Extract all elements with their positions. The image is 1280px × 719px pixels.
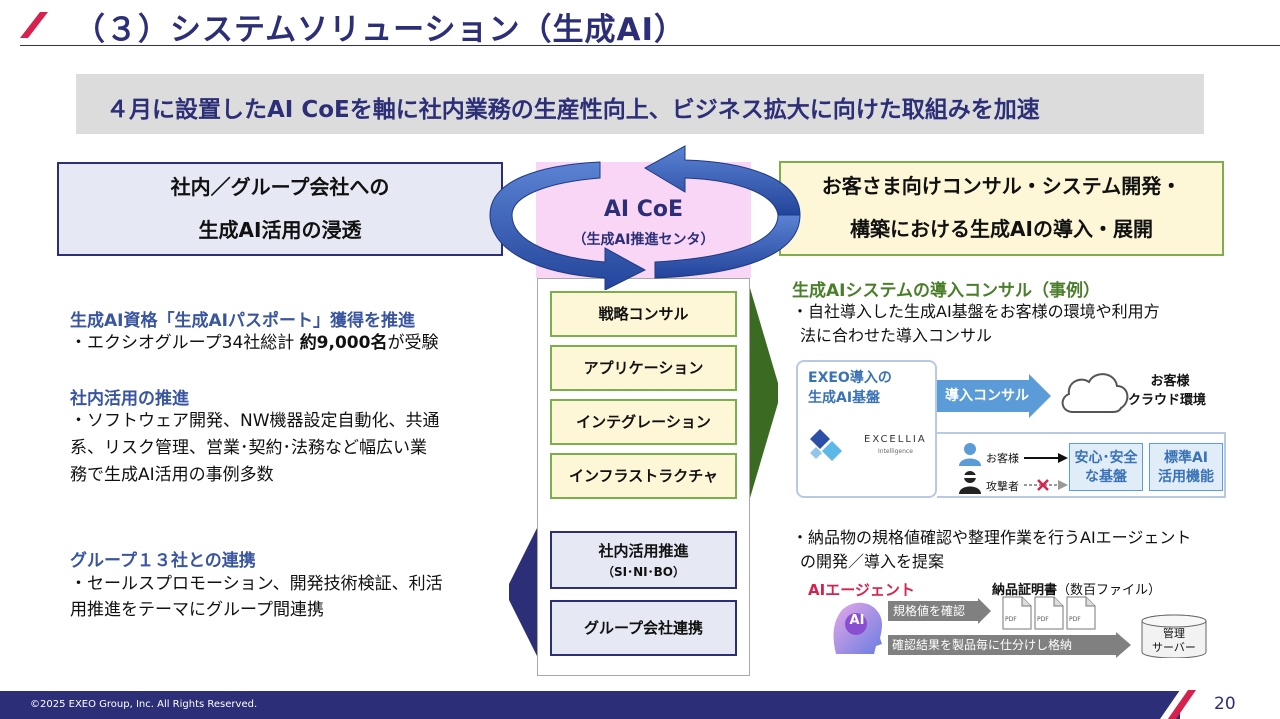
safe-platform-box: 安心･安全 な基盤: [1069, 443, 1143, 491]
consult-arrow-label: 導入コンサル: [945, 388, 1029, 404]
internal-use-line3: 務で生成AI活用の事例多数: [70, 465, 274, 485]
delivery-cert-title: 納品証明書: [992, 583, 1058, 598]
safe-platform-line2: な基盤: [1085, 469, 1127, 485]
internal-promotion-item: 社内活用推進 （SI･NI･BO）: [550, 531, 737, 589]
server-line1: 管理: [1163, 627, 1185, 640]
standard-ai-line2: 活用機能: [1158, 469, 1214, 485]
customer-cloud-line1: お客様: [1150, 374, 1190, 389]
passport-heading: 生成AI資格「生成AIパスポート」獲得を推進: [70, 311, 415, 331]
cloud-icon: [1061, 373, 1129, 413]
infrastructure-item: インフラストラクチャ: [550, 453, 737, 499]
customer-box: お客さま向けコンサル・システム開発・ 構築における生成AIの導入・展開: [779, 161, 1224, 256]
integration-item: インテグレーション: [550, 399, 737, 445]
attacker-label: 攻撃者: [986, 480, 1019, 493]
server-line2: サーバー: [1152, 641, 1196, 654]
summary-banner-text: ４月に設置したAI CoEを軸に社内業務の生産性向上、ビジネス拡大に向けた取組み…: [106, 97, 1040, 123]
delivery-cert-note: （数百ファイル）: [1057, 583, 1162, 598]
agent-proposal-line1: ・納品物の規格値確認や整理作業を行うAIエージェント: [792, 528, 1192, 547]
excellia-subtext: Intelligence: [878, 448, 913, 455]
application-item: アプリケーション: [550, 345, 737, 391]
navy-pointer-icon: [509, 528, 537, 656]
check-spec-arrow-icon: [888, 598, 991, 624]
pdf-label: PDF: [1005, 616, 1017, 623]
exeo-platform-label: EXEO導入の 生成AI基盤: [808, 368, 892, 408]
summary-banner: [76, 74, 1204, 134]
pdf-file-icon: [1066, 596, 1096, 630]
green-pointer-icon: [750, 288, 778, 498]
pdf-label: PDF: [1069, 616, 1081, 623]
exeo-platform-line1: EXEO導入の: [808, 370, 892, 386]
internal-use-line1: ・ソフトウェア開発、NW機器設定自動化、共通: [70, 411, 440, 431]
customer-label: お客様: [986, 452, 1019, 465]
attacker-person-icon: [959, 471, 981, 494]
consult-arrow-icon: [937, 374, 1051, 418]
check-spec-label: 規格値を確認: [893, 604, 966, 618]
customer-cloud-line2: クラウド環境: [1128, 393, 1207, 408]
internal-promotion-sub: （SI･NI･BO）: [602, 565, 685, 579]
group-collab-line2: 用推進をテーマにグループ間連携: [70, 600, 324, 620]
standard-ai-box: 標準AI 活用機能: [1149, 443, 1223, 491]
server-label: 管理 サーバー: [1140, 627, 1208, 655]
title-divider: [20, 45, 1280, 46]
internal-group-box: 社内／グループ会社への 生成AI活用の浸透: [57, 162, 503, 256]
exeo-platform-line2: 生成AI基盤: [808, 390, 881, 406]
pdf-file-icon: [1034, 596, 1064, 630]
store-result-label: 確認結果を製品毎に仕分けし格納: [892, 638, 1073, 652]
passport-body-post: が受験: [387, 333, 439, 353]
cycle-arrows-icon: [489, 145, 801, 290]
footer-slash-icon: [1160, 690, 1196, 719]
consult-case-line2: 法に合わせた導入コンサル: [800, 326, 993, 345]
group-collab-line1: ・セールスプロモーション、開発技術検証、利活: [70, 574, 443, 594]
ai-head-icon: [833, 602, 882, 654]
pdf-label: PDF: [1037, 616, 1049, 623]
customer-box-line2: 構築における生成AIの導入・展開: [850, 217, 1153, 241]
passport-body: ・エクシオグループ34社総計 約9,000名が受験: [70, 329, 438, 357]
standard-ai-line1: 標準AI: [1163, 450, 1209, 466]
agent-proposal-line2: の開発／導入を提案: [800, 552, 945, 571]
exeo-platform-panel: [796, 360, 937, 498]
customer-box-line1: お客さま向けコンサル・システム開発・: [821, 174, 1182, 198]
internal-promotion-label: 社内活用推進: [598, 542, 689, 560]
blocked-arrow-icon: [1024, 479, 1068, 491]
excellia-logo-icon: [810, 429, 842, 461]
safe-platform-line1: 安心･安全: [1074, 450, 1138, 466]
footer-bar: [0, 691, 1180, 719]
consult-case-heading: 生成AIシステムの導入コンサル（事例）: [792, 281, 1100, 301]
internal-use-heading: 社内活用の推進: [70, 389, 189, 409]
page-title: （３）システムソリューション（生成AI）: [74, 12, 686, 48]
slash-accent-icon: [20, 12, 48, 38]
server-icon: [1141, 614, 1207, 658]
passport-count: 約9,000名: [299, 333, 388, 353]
excellia-wordmark: EXCELLIA: [864, 434, 927, 445]
store-result-arrow-icon: [888, 632, 1131, 658]
consult-case-line1: ・自社導入した生成AI基盤をお客様の環境や利用方: [792, 302, 1160, 321]
group-collab-heading: グループ１３社との連携: [70, 551, 256, 571]
page-number: 20: [1214, 694, 1236, 714]
group-collab-item: グループ会社連携: [550, 600, 737, 656]
internal-group-line2: 生成AI活用の浸透: [198, 218, 362, 242]
internal-group-line1: 社内／グループ会社への: [170, 175, 390, 199]
ai-agent-label: AIエージェント: [808, 581, 915, 599]
customer-cloud-label: お客様 クラウド環境: [1128, 372, 1206, 410]
passport-body-pre: ・エクシオグループ34社総計: [70, 333, 295, 353]
internal-use-line2: 系、リスク管理、営業･契約･法務など幅広い業: [70, 438, 427, 458]
pdf-file-icon: [1002, 596, 1032, 630]
delivery-cert-label: 納品証明書（数百ファイル）: [992, 579, 1161, 598]
customer-arrow-icon: [1024, 453, 1068, 463]
ai-head-text: AI: [849, 613, 865, 628]
copyright-text: ©2025 EXEO Group, Inc. All Rights Reserv…: [30, 699, 258, 710]
ai-coe-subtitle: （生成AI推進センタ）: [572, 232, 715, 248]
customer-person-icon: [959, 443, 981, 466]
strategy-consult-item: 戦略コンサル: [550, 291, 737, 337]
ai-coe-title: AI CoE: [603, 197, 684, 222]
